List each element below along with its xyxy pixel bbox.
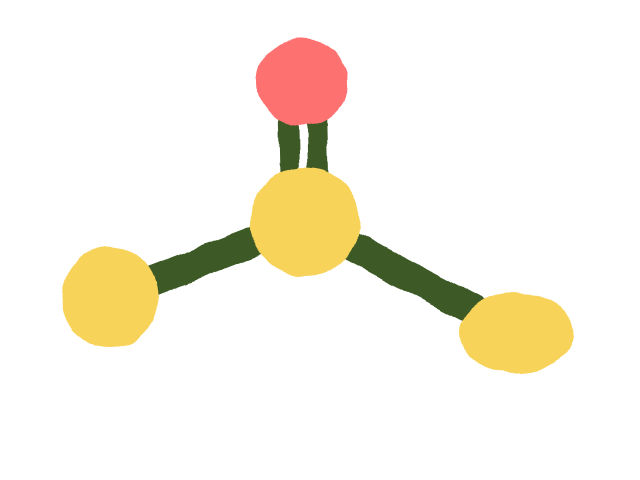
atom-top: [256, 39, 348, 125]
atom-left: [62, 246, 158, 348]
atom-center: [250, 167, 360, 277]
atom-right: [460, 293, 574, 373]
atoms-group: [62, 39, 574, 373]
